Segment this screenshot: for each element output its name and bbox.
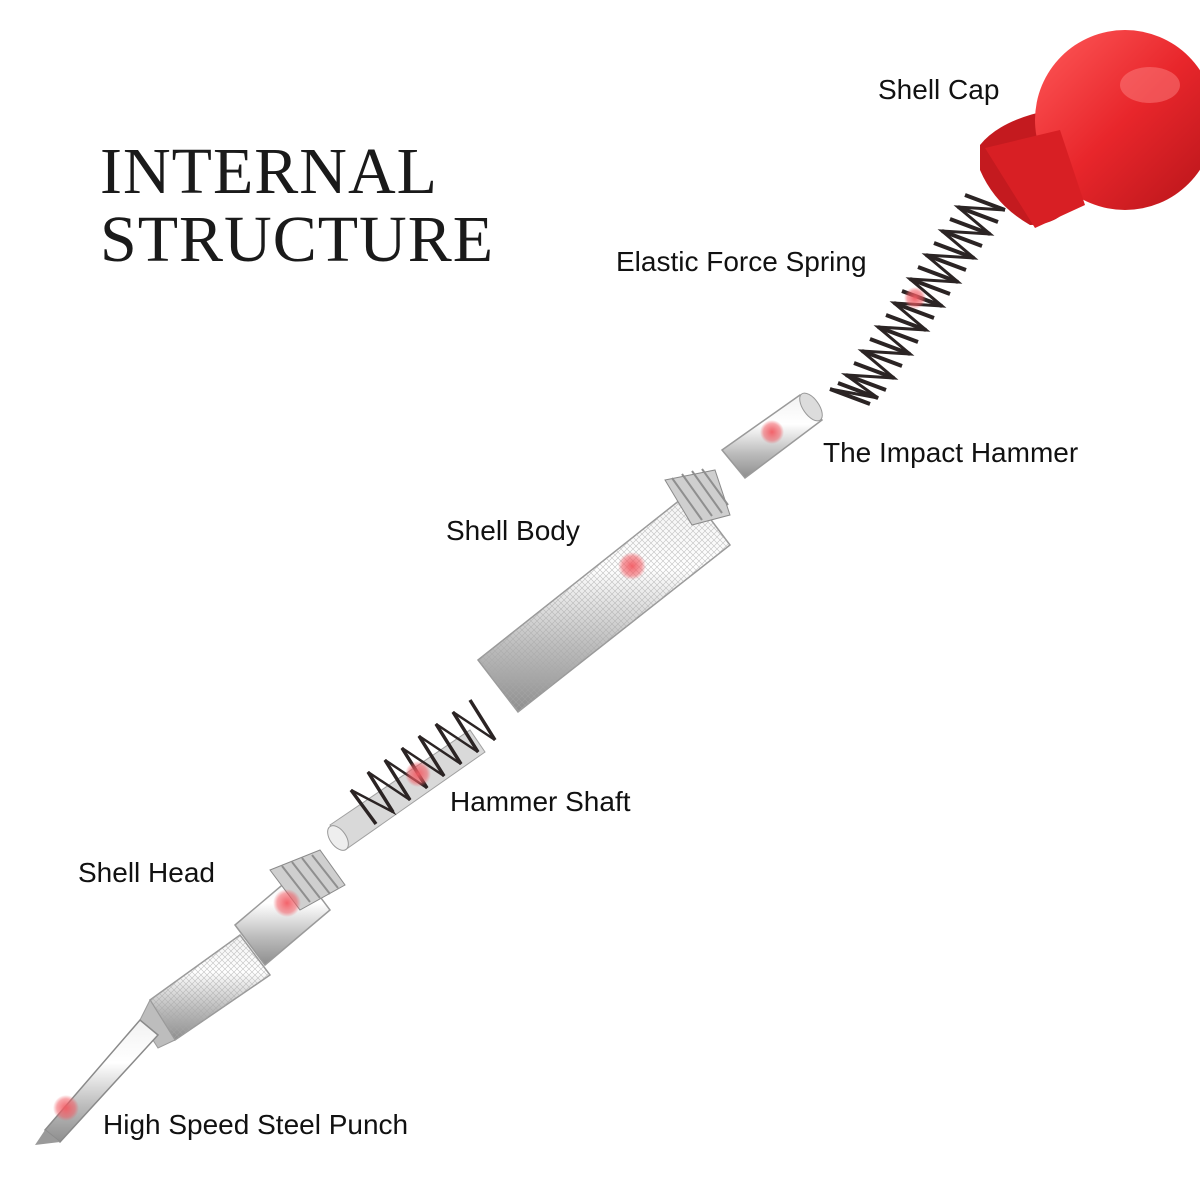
label-impact-hammer: The Impact Hammer [823,437,1079,468]
marker-spring [904,287,926,309]
label-shell-body: Shell Body [446,515,580,546]
label-shell-head: Shell Head [78,857,215,888]
title-line-2: STRUCTURE [100,203,495,276]
marker-hammer-shaft [405,761,431,787]
marker-shell-body [618,552,646,580]
shell-head-part [139,849,346,1049]
shell-body-part [476,468,732,714]
marker-shell-head [273,889,301,917]
label-shell-cap: Shell Cap [878,74,1000,105]
part-markers [53,287,926,1121]
label-high-speed-steel-punch: High Speed Steel Punch [103,1109,409,1140]
marker-impact-hammer [760,420,784,444]
diagram-title: INTERNAL STRUCTURE [100,138,494,274]
label-hammer-shaft: Hammer Shaft [450,786,631,817]
marker-punch [53,1095,79,1121]
title-line-1: INTERNAL [100,135,438,208]
shell-cap-part [980,30,1200,228]
label-elastic-force-spring: Elastic Force Spring [616,246,867,277]
